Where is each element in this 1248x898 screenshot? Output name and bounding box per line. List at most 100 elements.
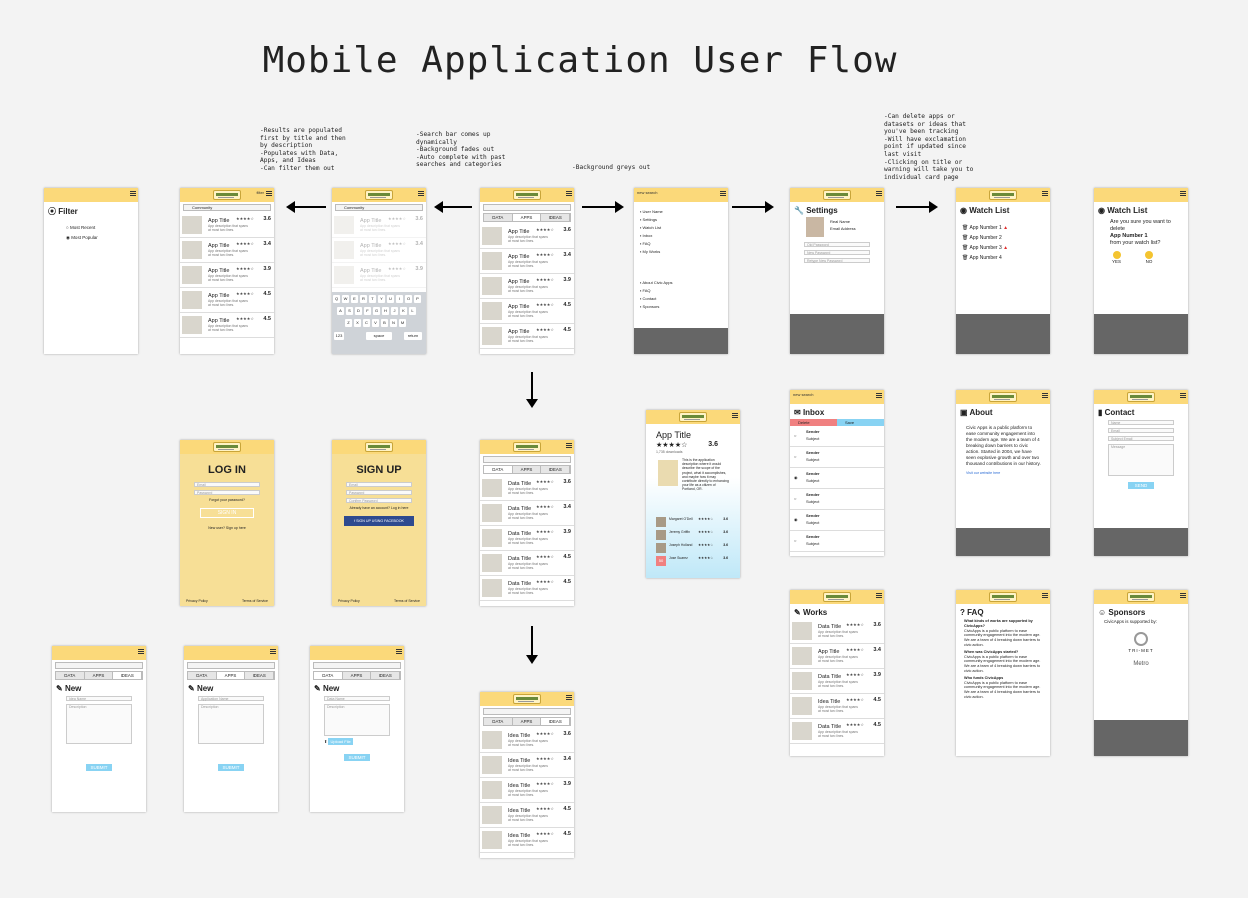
confirm-password-field[interactable]: Confirm Password — [346, 498, 412, 503]
description-field[interactable]: Description — [198, 704, 264, 744]
tab-ideas[interactable]: IDEAS — [371, 672, 401, 679]
menu-icon[interactable] — [138, 649, 144, 654]
filter-option-popular[interactable]: ◉ Most Popular — [66, 235, 98, 240]
name-field[interactable]: Name — [1108, 420, 1174, 425]
key[interactable]: T — [369, 295, 376, 303]
menu-icon[interactable] — [566, 443, 572, 448]
return-key[interactable]: return — [404, 332, 422, 340]
website-link[interactable]: Visit our website here — [966, 471, 1001, 475]
key[interactable]: B — [381, 319, 388, 327]
key[interactable]: R — [360, 295, 367, 303]
submit-button[interactable]: SUBMIT — [86, 764, 112, 771]
submit-button[interactable]: SUBMIT — [218, 764, 244, 771]
email-field[interactable]: Email — [194, 482, 260, 487]
message-field[interactable]: Message — [1108, 444, 1174, 476]
select-radio[interactable]: ○ — [794, 538, 797, 543]
facebook-signup-button[interactable]: f SIGN UP USING FACEBOOK — [344, 516, 414, 526]
yes-button[interactable]: YES — [1112, 251, 1121, 264]
forgot-password-link[interactable]: Forgot your password? — [209, 498, 245, 502]
menu-item[interactable]: ▪ FAQ — [640, 288, 651, 293]
menu-icon[interactable] — [566, 695, 572, 700]
tab-ideas[interactable]: IDEAS — [541, 214, 571, 221]
key[interactable]: J — [391, 307, 398, 315]
old-password-field[interactable]: Old Password — [804, 242, 870, 247]
space-key[interactable]: space — [366, 332, 392, 340]
terms-link[interactable]: Terms of Service — [241, 599, 268, 603]
search-input[interactable] — [483, 204, 571, 211]
menu-icon[interactable] — [720, 191, 726, 196]
tab-apps[interactable]: APPS — [84, 672, 114, 679]
description-field[interactable]: Description — [66, 704, 132, 744]
menu-icon[interactable] — [1180, 393, 1186, 398]
key[interactable]: K — [400, 307, 407, 315]
description-field[interactable]: Description — [324, 704, 390, 736]
menu-icon[interactable] — [1042, 191, 1048, 196]
menu-item[interactable]: ▪ My Works — [640, 249, 661, 254]
key[interactable]: I — [396, 295, 403, 303]
trash-icon[interactable]: 🗑 — [962, 235, 969, 241]
menu-icon[interactable] — [396, 649, 402, 654]
filter-link[interactable]: filter — [256, 190, 264, 195]
menu-icon[interactable] — [1180, 191, 1186, 196]
menu-item[interactable]: ▪ Sponsors — [640, 304, 660, 309]
menu-item[interactable]: ▪ Contact — [640, 296, 657, 301]
tab-apps[interactable]: APPS — [216, 672, 246, 679]
select-radio[interactable]: ◉ — [794, 475, 798, 480]
tab-data[interactable]: DATA — [484, 214, 513, 221]
email-field[interactable]: Email — [346, 482, 412, 487]
save-button[interactable]: Save — [837, 419, 884, 426]
key[interactable]: C — [363, 319, 370, 327]
menu-item[interactable]: ▪ About Civic Apps — [640, 280, 673, 285]
select-radio[interactable]: ○ — [794, 454, 797, 459]
menu-icon[interactable] — [1042, 393, 1048, 398]
key[interactable]: F — [364, 307, 371, 315]
menu-icon[interactable] — [876, 191, 882, 196]
watch-item[interactable]: 🗑 App Number 1 ▲ — [962, 225, 1009, 231]
subject-field[interactable]: Subject Email — [1108, 436, 1174, 441]
watch-item[interactable]: 🗑 App Number 2 — [962, 235, 1002, 241]
select-radio[interactable]: ○ — [794, 496, 797, 501]
retype-password-field[interactable]: Retype New Password — [804, 258, 870, 263]
search-input[interactable] — [187, 662, 275, 669]
tab-data[interactable]: DATA — [314, 672, 343, 679]
menu-icon[interactable] — [876, 393, 882, 398]
filter-option-recent[interactable]: ○ Most Recent — [66, 225, 96, 230]
new-password-field[interactable]: New Password — [804, 250, 870, 255]
email-field[interactable]: Email — [1108, 428, 1174, 433]
tab-ideas[interactable]: IDEAS — [113, 672, 143, 679]
menu-icon[interactable] — [266, 191, 272, 196]
key[interactable]: Q — [333, 295, 340, 303]
app-name-field[interactable]: Application Name — [198, 696, 264, 701]
submit-button[interactable]: SUBMIT — [344, 754, 370, 761]
warning-icon[interactable]: ▲ — [1003, 245, 1009, 251]
menu-icon[interactable] — [1042, 593, 1048, 598]
no-button[interactable]: NO — [1145, 251, 1154, 264]
trash-icon[interactable]: 🗑 — [962, 245, 969, 251]
delete-button[interactable]: Delete — [790, 419, 837, 426]
search-input[interactable]: Community — [335, 204, 423, 211]
menu-icon[interactable] — [566, 191, 572, 196]
key[interactable]: N — [390, 319, 397, 327]
tab-apps[interactable]: APPS — [512, 214, 542, 221]
menu-icon[interactable] — [418, 191, 424, 196]
key[interactable]: M — [399, 319, 406, 327]
